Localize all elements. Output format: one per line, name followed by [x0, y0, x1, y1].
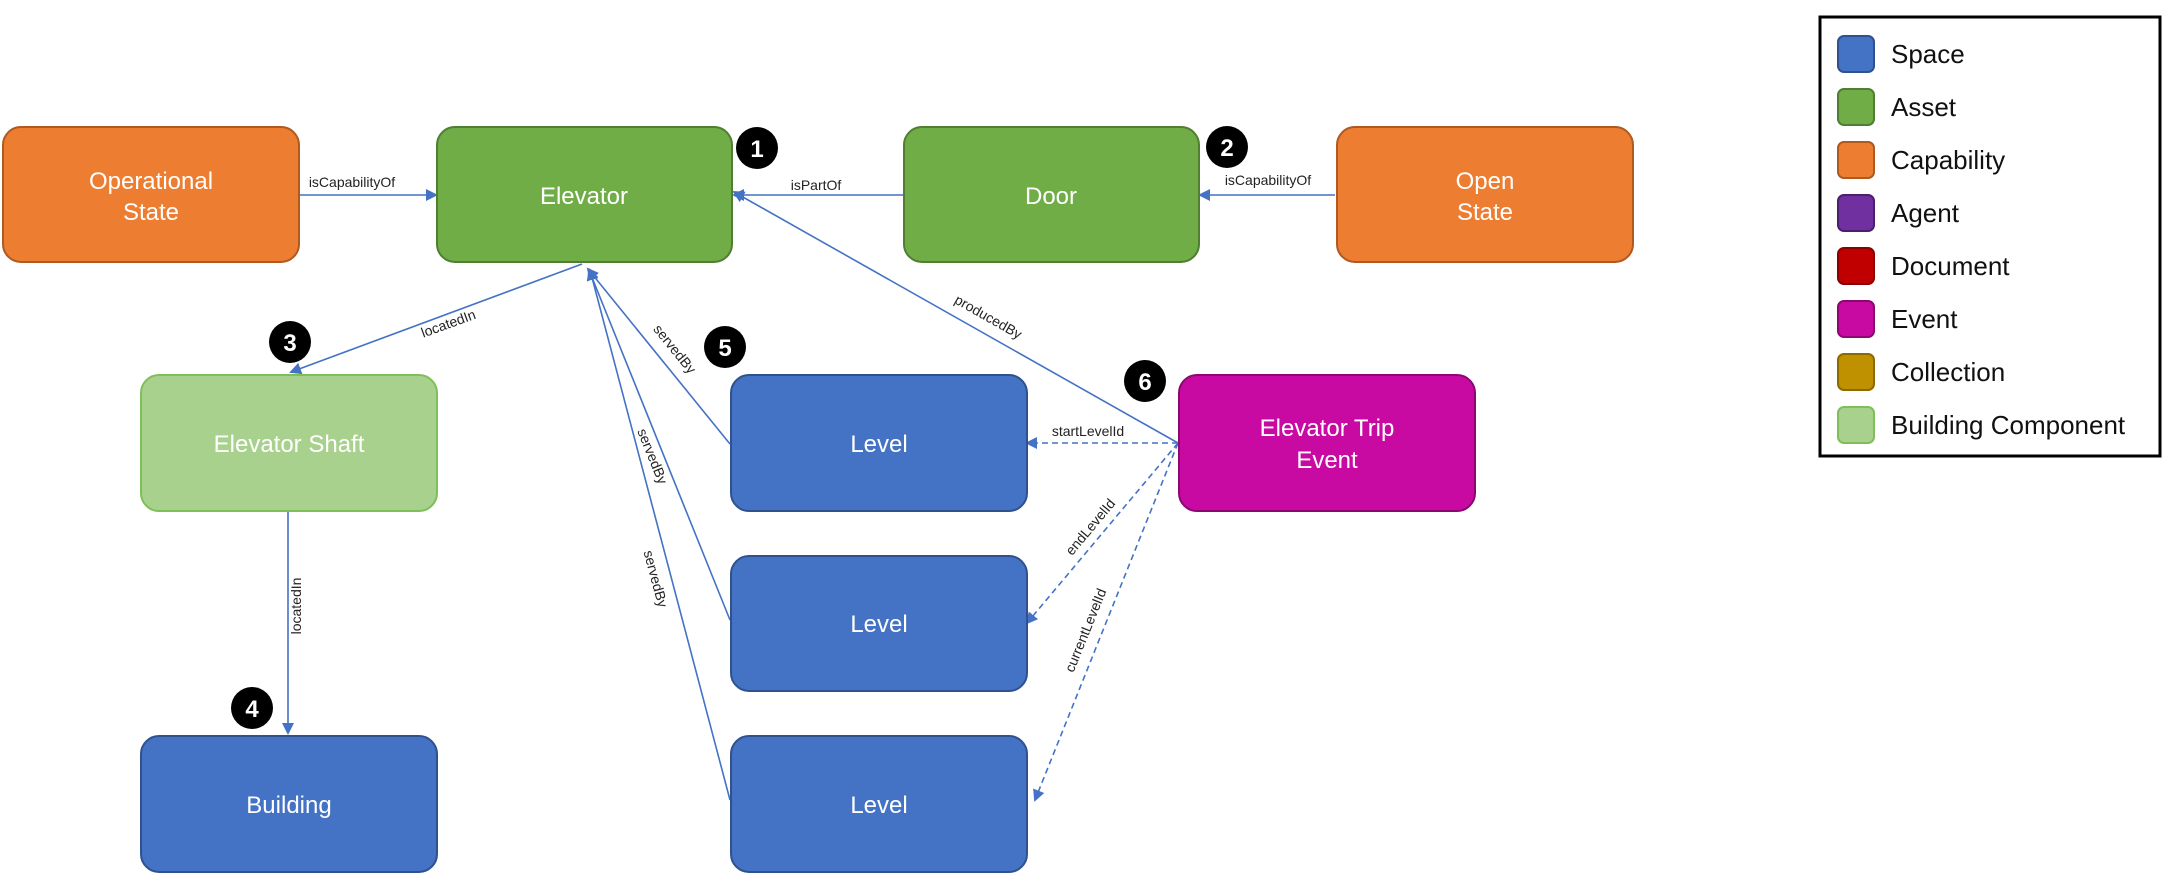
edge-event-level2	[1025, 442, 1179, 625]
legend-item-agent: Agent	[1837, 194, 1960, 232]
node-door-label: Door	[1025, 183, 1077, 210]
badge-6: 6	[1124, 360, 1166, 402]
legend-swatch	[1837, 88, 1875, 126]
badge-5: 5	[704, 326, 746, 368]
edge-event-level3	[1033, 442, 1179, 802]
badges: 1 2 3 4 5 6	[231, 126, 1248, 729]
svg-text:4: 4	[245, 696, 259, 723]
legend-item-building-component: Building Component	[1837, 406, 2126, 444]
legend-item-event: Event	[1837, 300, 1958, 338]
legend-label: Capability	[1891, 145, 2005, 175]
legend-frame	[1818, 15, 2162, 458]
legend-label: Space	[1891, 39, 1965, 69]
legend-item-capability: Capability	[1837, 141, 2005, 179]
node-level-2-label: Level	[850, 611, 907, 638]
edge-level3-elevator	[586, 268, 731, 801]
edge-label-start-level-id: startLevelId	[1052, 423, 1124, 439]
legend-label: Building Component	[1891, 410, 2126, 440]
badge-4: 4	[231, 687, 273, 729]
node-level-3[interactable]: Level	[730, 735, 1028, 873]
node-level-2[interactable]: Level	[730, 555, 1028, 692]
edge-label-located-in-1: locatedIn	[419, 306, 478, 340]
edge-label-is-capability-of-1: isCapabilityOf	[309, 174, 395, 190]
legend-item-collection: Collection	[1837, 353, 2005, 391]
node-level-1-label: Level	[850, 431, 907, 458]
node-elevator[interactable]: Elevator	[436, 126, 733, 263]
node-level-1[interactable]: Level	[730, 374, 1028, 512]
legend-label: Document	[1891, 251, 2010, 281]
legend-label: Agent	[1891, 198, 1960, 228]
node-open-state[interactable]: Open State	[1336, 126, 1634, 263]
svg-text:3: 3	[283, 330, 296, 357]
edge-event-elevator	[732, 191, 1179, 444]
node-elevator-trip-event[interactable]: Elevator Trip Event	[1178, 374, 1476, 512]
legend-swatch	[1837, 406, 1875, 444]
node-building-label: Building	[246, 792, 331, 819]
badge-3: 3	[269, 321, 311, 363]
node-operational-state-label-1: Operational	[89, 168, 213, 195]
edge-label-end-level-id: endLevelId	[1062, 495, 1118, 558]
edge-label-is-capability-of-2: isCapabilityOf	[1225, 172, 1311, 188]
svg-text:2: 2	[1220, 135, 1233, 162]
node-elevator-label: Elevator	[540, 183, 628, 210]
badge-1: 1	[736, 127, 778, 169]
legend-swatch	[1837, 353, 1875, 391]
edge-level2-elevator	[587, 268, 731, 621]
legend: SpaceAssetCapabilityAgentDocumentEventCo…	[1818, 15, 2162, 458]
legend-label: Event	[1891, 304, 1958, 334]
legend-label: Collection	[1891, 357, 2005, 387]
node-level-3-label: Level	[850, 792, 907, 819]
node-open-state-label-2: State	[1457, 199, 1513, 226]
badge-2: 2	[1206, 126, 1248, 168]
node-building[interactable]: Building	[140, 735, 438, 873]
legend-items: SpaceAssetCapabilityAgentDocumentEventCo…	[1837, 35, 2126, 444]
node-elevator-trip-event-label-1: Elevator Trip	[1260, 415, 1395, 442]
node-door[interactable]: Door	[903, 126, 1200, 263]
svg-text:5: 5	[718, 335, 731, 362]
edge-label-is-part-of: isPartOf	[791, 177, 842, 193]
svg-text:6: 6	[1138, 369, 1151, 396]
legend-item-space: Space	[1837, 35, 1965, 73]
legend-swatch	[1837, 300, 1875, 338]
node-elevator-shaft-label: Elevator Shaft	[214, 431, 365, 458]
edge-level1-elevator	[586, 267, 731, 445]
legend-swatch	[1837, 35, 1875, 73]
legend-swatch	[1837, 194, 1875, 232]
svg-text:1: 1	[750, 136, 763, 163]
legend-swatch	[1837, 141, 1875, 179]
node-open-state-label-1: Open	[1456, 168, 1515, 195]
legend-swatch	[1837, 247, 1875, 285]
edge-label-located-in-2: locatedIn	[288, 578, 304, 635]
legend-item-document: Document	[1837, 247, 2010, 285]
legend-item-asset: Asset	[1837, 88, 1957, 126]
edge-elevator-shaft	[289, 263, 583, 375]
node-operational-state[interactable]: Operational State	[2, 126, 300, 263]
edge-label-produced-by: producedBy	[952, 291, 1025, 342]
node-elevator-trip-event-label-2: Event	[1296, 447, 1358, 474]
edge-label-served-by-1: servedBy	[650, 321, 699, 376]
node-elevator-shaft[interactable]: Elevator Shaft	[140, 374, 438, 512]
node-operational-state-label-2: State	[123, 199, 179, 226]
legend-label: Asset	[1891, 92, 1957, 122]
edges	[282, 189, 1335, 802]
